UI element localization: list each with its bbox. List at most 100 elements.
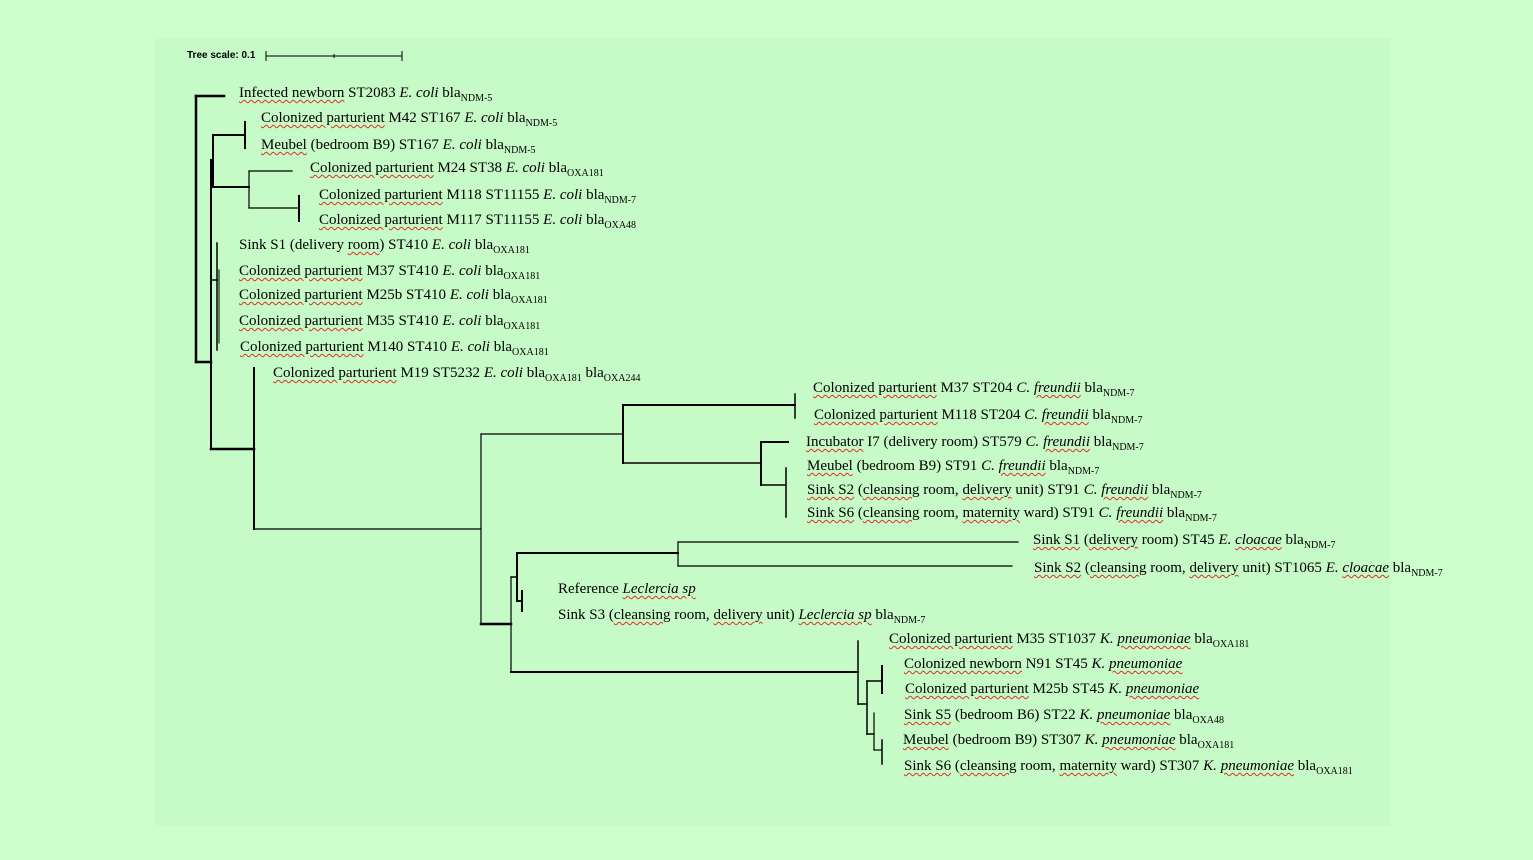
gene-subscript: NDM-7 bbox=[1170, 490, 1202, 501]
gene-subscript: NDM-7 bbox=[1112, 442, 1144, 453]
leaf-label: Colonized parturient M42 ST167 E. coli b… bbox=[261, 109, 557, 129]
leaf-text: Infected newborn bbox=[239, 85, 345, 101]
leaf-text: unit) ST1065 bbox=[1238, 560, 1326, 576]
leaf-text: (bedroom B9) ST167 bbox=[306, 137, 443, 153]
leaf-text: M35 ST410 bbox=[362, 313, 443, 329]
leaf-text: bla bbox=[1088, 407, 1111, 423]
leaf-text: bla bbox=[871, 607, 894, 623]
leaf-text: Sink S1 (delivery bbox=[239, 237, 348, 253]
leaf-text: E. coli bbox=[399, 85, 439, 101]
leaf-text: E. bbox=[1325, 560, 1343, 576]
leaf-text: C. bbox=[1024, 407, 1042, 423]
leaf-text: freundii bbox=[1101, 482, 1149, 498]
gene-subscript: OXA48 bbox=[1192, 715, 1225, 726]
leaf-text: Colonized parturient bbox=[310, 160, 434, 176]
leaf-text: freundii bbox=[1033, 380, 1081, 396]
leaf-text: bla bbox=[489, 339, 513, 355]
leaf-text: E. coli bbox=[442, 313, 482, 329]
leaf-text: bla bbox=[582, 187, 605, 203]
leaf-text: Meubel bbox=[261, 137, 307, 153]
leaf-text: E. coli bbox=[431, 237, 472, 253]
leaf-text: E. bbox=[1218, 532, 1236, 548]
leaf-label: Colonized newborn N91 ST45 K. pneumoniae bbox=[904, 655, 1182, 673]
leaf-text: M42 ST167 bbox=[384, 110, 465, 126]
tree-scale-label: Tree scale: 0.1 bbox=[187, 50, 256, 61]
leaf-text: Colonized parturient bbox=[319, 212, 443, 228]
leaf-text: room, bbox=[670, 607, 714, 623]
leaf-text: C. bbox=[981, 458, 999, 474]
leaf-text: bla bbox=[1170, 707, 1193, 723]
leaf-text: N91 ST45 bbox=[1021, 656, 1092, 672]
leaf-label: Colonized parturient M37 ST204 C. freund… bbox=[813, 379, 1135, 399]
leaf-label: Meubel (bedroom B9) ST167 E. coli blaNDM… bbox=[261, 136, 536, 156]
leaf-text: ( bbox=[1080, 532, 1089, 548]
leaf-text: Meubel bbox=[903, 732, 949, 748]
leaf-text: E. coli bbox=[449, 287, 489, 303]
gene-subscript: OXA181 bbox=[545, 373, 582, 384]
leaf-text: C. bbox=[1016, 380, 1034, 396]
gene-subscript: OXA181 bbox=[512, 347, 549, 358]
leaf-text: M19 ST5232 bbox=[396, 365, 484, 381]
leaf-text: maternity bbox=[1059, 758, 1117, 774]
leaf-text: M25b ST410 bbox=[362, 287, 450, 303]
leaf-text: bla bbox=[481, 137, 504, 153]
leaf-label: Colonized parturient M118 ST204 C. freun… bbox=[814, 406, 1142, 426]
leaf-label: Colonized parturient M118 ST11155 E. col… bbox=[319, 186, 637, 206]
leaf-label: Colonized parturient M19 ST5232 E. coli … bbox=[273, 364, 640, 384]
leaf-text: Meubel bbox=[807, 458, 853, 474]
gene-subscript: OXA181 bbox=[1197, 740, 1235, 751]
leaf-text: ST2083 bbox=[344, 85, 400, 101]
leaf-text: pneumoniae bbox=[1096, 707, 1171, 723]
leaf-text: Colonized parturient bbox=[813, 380, 937, 396]
scale-bar bbox=[265, 51, 403, 61]
leaf-text: room bbox=[347, 237, 380, 253]
leaf-label: Colonized parturient M25b ST410 E. coli … bbox=[239, 286, 548, 306]
leaf-text: bla bbox=[1389, 560, 1412, 576]
leaf-text: K. bbox=[1099, 631, 1118, 647]
leaf-text: M118 ST204 bbox=[937, 407, 1025, 423]
leaf-text: M118 ST11155 bbox=[442, 187, 544, 203]
leaf-text: K. bbox=[1108, 681, 1126, 697]
leaf-text: bla bbox=[581, 365, 604, 381]
leaf-text: Colonized parturient bbox=[814, 407, 938, 423]
leaf-text: E. coli bbox=[505, 160, 545, 176]
leaf-text: K. bbox=[1084, 732, 1103, 748]
leaf-text: C. bbox=[1098, 505, 1117, 521]
gene-subscript: NDM-7 bbox=[604, 195, 637, 206]
leaf-text: bla bbox=[544, 160, 568, 176]
leaf-text: delivery bbox=[713, 607, 763, 623]
leaf-text: pneumoniae bbox=[1220, 758, 1295, 774]
leaf-text: M24 ST38 bbox=[433, 160, 506, 176]
leaf-text: (bedroom B6) ST22 bbox=[951, 707, 1080, 723]
leaf-text: Leclercia sp bbox=[622, 581, 696, 597]
leaf-text: K. bbox=[1079, 707, 1097, 723]
leaf-text: delivery bbox=[1088, 532, 1139, 548]
leaf-text: bla bbox=[1090, 434, 1113, 450]
leaf-text: freundii bbox=[1043, 434, 1091, 450]
leaf-label: Reference Leclercia sp bbox=[558, 580, 696, 598]
leaf-text: cloacae bbox=[1342, 560, 1389, 576]
gene-subscript: OXA181 bbox=[567, 168, 604, 179]
gene-subscript: NDM-7 bbox=[1067, 466, 1100, 477]
leaf-text: unit) bbox=[762, 607, 799, 623]
leaf-text: ) ST410 bbox=[379, 237, 432, 253]
gene-subscript: OXA181 bbox=[503, 271, 541, 282]
leaf-text: Colonized parturient bbox=[905, 681, 1029, 697]
gene-subscript: OXA181 bbox=[511, 295, 548, 306]
leaf-label: Colonized parturient M117 ST11155 E. col… bbox=[319, 211, 636, 231]
gene-subscript: NDM-7 bbox=[1185, 513, 1217, 524]
leaf-text: Colonized parturient bbox=[889, 631, 1013, 647]
leaf-text: Colonized newborn bbox=[904, 656, 1022, 672]
gene-subscript: NDM-5 bbox=[460, 93, 493, 104]
leaf-text: I7 (delivery room) ST579 bbox=[863, 434, 1026, 450]
leaf-text: E. coli bbox=[442, 263, 482, 279]
leaf-text: room, bbox=[919, 482, 963, 498]
leaf-text: E. coli bbox=[450, 339, 490, 355]
figure-panel bbox=[155, 38, 1390, 826]
leaf-text: Colonized parturient bbox=[239, 287, 363, 303]
leaf-text: Colonized parturient bbox=[239, 313, 363, 329]
leaf-text: cloacae bbox=[1235, 532, 1282, 548]
leaf-text: bla bbox=[503, 110, 526, 126]
gene-subscript: OXA181 bbox=[1212, 639, 1250, 650]
leaf-text: cleansing bbox=[862, 482, 920, 498]
